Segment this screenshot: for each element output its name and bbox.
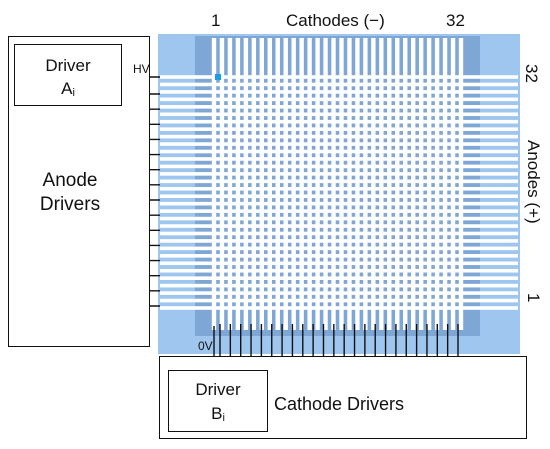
driver-b-name: Bi [168,405,268,424]
driver-a-box [14,44,122,106]
anode-electrode [160,261,518,266]
anode-electrode [160,306,518,310]
anode-electrode [160,127,518,131]
anode-electrode [160,224,518,228]
cathode-electrode [299,38,304,330]
cathode-electrode [227,38,233,330]
anode-electrode [160,283,518,288]
cathode-electrode [458,38,464,330]
driver-a-name: Ai [14,80,122,99]
cathode-electrode [434,38,440,330]
cathode-electrode [267,38,272,330]
cathode-electrode [371,38,376,330]
cathode-electrode [442,38,448,330]
cathode-electrode [235,38,241,330]
cathode-electrode [283,38,288,330]
anode-electrode [160,82,518,87]
cathode-electrode [259,38,265,330]
hv-label: HV [133,62,150,76]
cathode-electrode [395,38,400,330]
anode-electrode [160,268,518,273]
cathode-electrode [363,38,368,330]
anode-electrode [160,298,518,303]
anode-electrode [160,246,518,251]
cathode-electrode [355,38,360,330]
driver-a-letter: A [61,79,73,98]
cathode-electrode [403,38,408,330]
cathode-electrode [339,38,344,330]
cathode-electrode [291,38,296,330]
anode-electrode [160,179,518,184]
anode-electrode [160,75,518,79]
cathode-electrode [418,38,424,330]
anode-first-index: 1 [524,293,543,303]
cathode-electrode [347,38,352,330]
anode-electrode [160,157,518,161]
anode-electrode [160,142,518,146]
cathode-electrode [307,38,312,330]
anode-electrodes [160,75,518,310]
cathode-electrode [387,38,392,330]
highlight-pixel [215,74,221,80]
driver-a-subscript: i [72,87,75,99]
anode-electrode [160,172,518,176]
cathode-electrode [211,38,217,330]
cathode-electrode [426,38,432,330]
anode-electrode [160,105,518,109]
anode-electrode [160,254,518,258]
anode-electrode [160,164,518,169]
driver-b-subscript: i [222,412,225,424]
driver-b-label: Driver [195,380,241,399]
anodes-title: Anodes (+) [524,140,543,224]
zero-volt-label: 0V [198,339,213,353]
anode-electrode [160,119,518,124]
anode-last-index: 32 [522,64,541,83]
cathode-drivers-label: Cathode Drivers [274,394,405,414]
anode-electrode [160,209,518,213]
cathode-first-index: 1 [211,11,221,30]
anode-electrode [160,276,518,280]
cathode-electrodes [211,38,464,330]
driver-b-box [168,370,268,432]
cathodes-title: Cathodes (−) [286,11,385,30]
anode-drivers-label-line1: Anode [42,170,98,191]
anode-electrode [160,216,518,221]
anode-electrode [160,186,518,191]
cathode-electrode [243,38,249,330]
cathode-electrode [251,38,257,330]
anode-electrode [160,201,518,206]
cathode-electrode [323,38,328,330]
cathode-electrode [275,38,280,330]
anode-electrode [160,97,518,102]
anode-drivers-label-line2: Drivers [39,194,101,215]
cathode-electrode [379,38,384,330]
driver-a-label: Driver [45,56,91,75]
cathode-wires [213,324,459,370]
anode-electrode [160,112,518,117]
cathode-electrode [410,38,416,330]
cathode-last-index: 32 [446,11,465,30]
anode-electrode [160,231,518,236]
cathode-electrode [331,38,336,330]
anode-electrode [160,134,518,139]
cathode-electrode [219,38,225,330]
anode-electrode [160,149,518,154]
anode-electrode [160,239,518,243]
driver-b-letter: B [211,404,223,423]
anode-electrode [160,90,518,94]
anode-electrode [160,194,518,199]
cathode-electrode [450,38,456,330]
anode-electrode [160,291,518,295]
cathode-electrode [315,38,320,330]
